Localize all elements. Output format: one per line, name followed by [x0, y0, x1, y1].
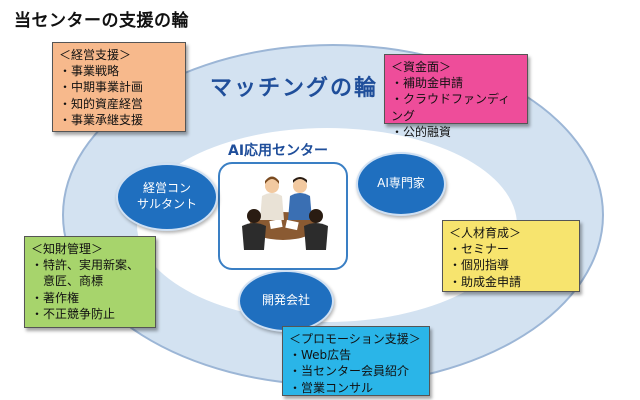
card-header: ＜知財管理＞ [31, 242, 104, 256]
card-item: ・知的資産経営 [59, 96, 144, 111]
card-item: ・事業承継支援 [59, 112, 144, 127]
ai-expert-label: AI専門家 [377, 176, 425, 191]
card-item: ・中期事業計画 [59, 80, 144, 95]
card-item: ・セミナー [449, 242, 510, 257]
card-item: ・Web広告 [289, 348, 352, 363]
card-item: ・当センター会員紹介 [289, 364, 410, 379]
card-item: ・助成金申請 [449, 274, 522, 289]
management-support-card: ＜経営支援＞ ・事業戦略 ・中期事業計画 ・知的資産経営 ・事業承継支援 [52, 42, 186, 132]
dev-company-label: 開発会社 [261, 293, 310, 308]
card-item: 意匠、商標 [31, 274, 104, 289]
card-item: ・特許、実用新案、 [31, 258, 140, 273]
hr-development-card: ＜人材育成＞ ・セミナー ・個別指導 ・助成金申請 [442, 220, 580, 292]
card-item: ・個別指導 [449, 258, 510, 273]
card-item: ・事業戦略 [59, 64, 120, 79]
ip-management-card: ＜知財管理＞ ・特許、実用新案、 意匠、商標 ・著作権 ・不正競争防止 [24, 236, 156, 328]
consultant-label: 経営コン サルタント [136, 181, 197, 211]
funding-card: ＜資金面＞ ・補助金申請 ・クラウドファンディング ・公的融資 [384, 54, 528, 139]
card-item: ・著作権 [31, 290, 80, 305]
card-item: ・営業コンサル [289, 380, 374, 395]
card-item: ・補助金申請 [391, 76, 464, 91]
card-header: ＜プロモーション支援＞ [289, 332, 421, 346]
ai-expert-bubble: AI専門家 [356, 152, 446, 216]
page-title: 当センターの支援の輪 [14, 11, 189, 31]
matching-label: マッチングの輪 [210, 76, 379, 101]
card-item: ・不正競争防止 [31, 306, 116, 321]
center-label: AI応用センター [228, 143, 329, 159]
promotion-support-card: ＜プロモーション支援＞ ・Web広告 ・当センター会員紹介 ・営業コンサル [282, 326, 430, 396]
dev-company-bubble: 開発会社 [238, 270, 334, 332]
consultant-bubble: 経営コン サルタント [116, 163, 218, 231]
card-item: ・公的融資 [391, 124, 452, 139]
card-item: ・クラウドファンディング [391, 92, 511, 123]
card-header: ＜人材育成＞ [449, 226, 522, 240]
meeting-illustration [242, 176, 328, 250]
card-header: ＜資金面＞ [391, 60, 452, 74]
card-header: ＜経営支援＞ [59, 48, 132, 62]
meeting-illustration-box [218, 162, 348, 270]
